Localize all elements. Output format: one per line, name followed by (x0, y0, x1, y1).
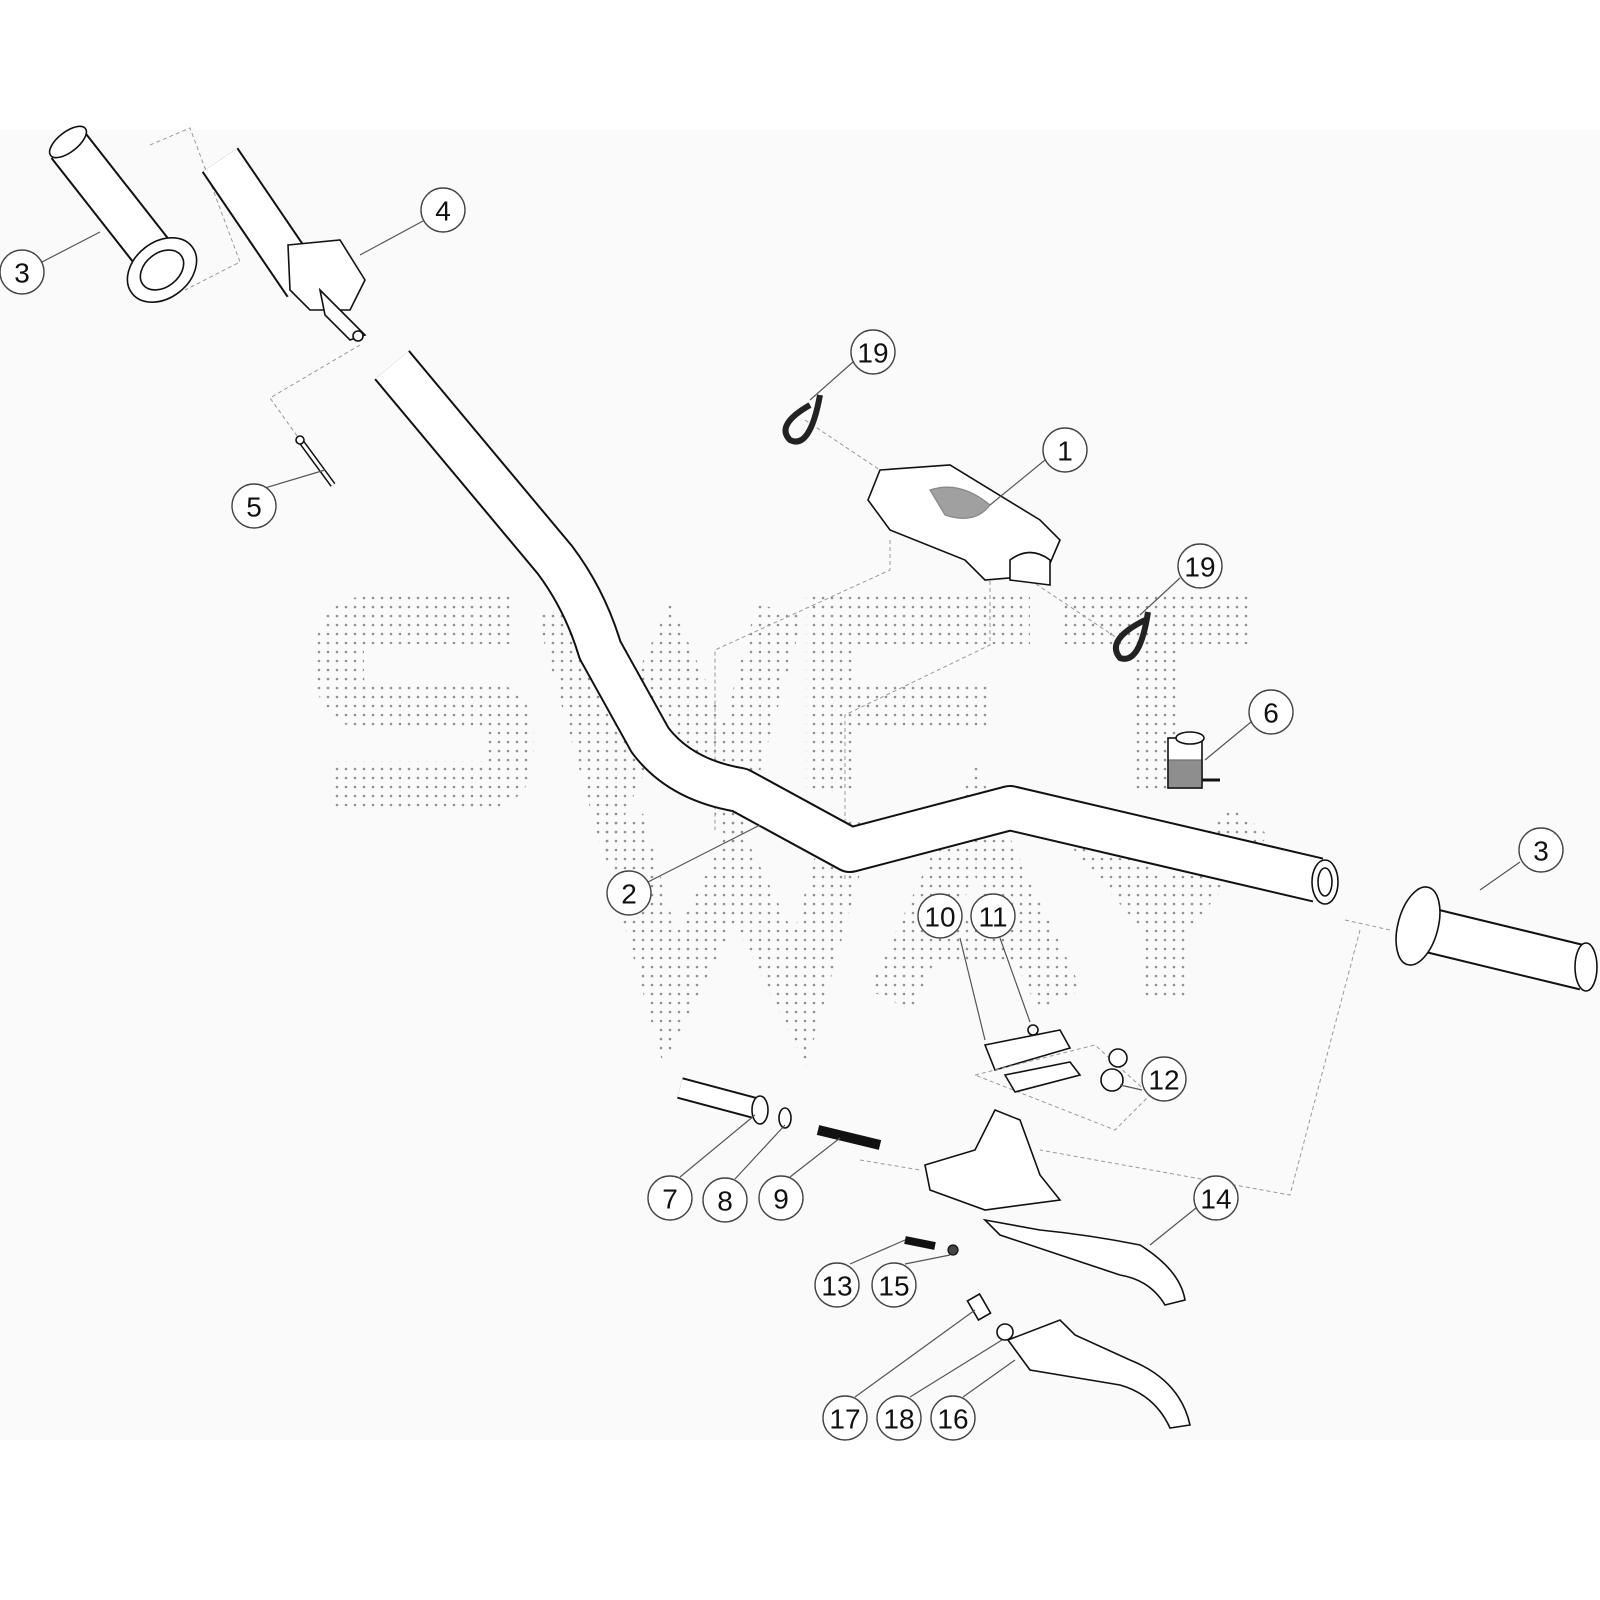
bar-clamp (867, 464, 1061, 586)
svg-text:14: 14 (1200, 1184, 1231, 1215)
svg-text:7: 7 (662, 1184, 678, 1215)
pin (295, 435, 336, 487)
clutch-lever (966, 1292, 1191, 1429)
callout-16: 16 (930, 1395, 976, 1441)
svg-text:18: 18 (883, 1404, 914, 1435)
brake-master-cylinder (924, 1108, 1186, 1306)
bar-end-parts (677, 1077, 882, 1150)
svg-text:1: 1 (1057, 436, 1073, 467)
callout-19: 19 (850, 329, 896, 375)
callout-17: 17 (822, 1395, 868, 1441)
callout-5: 5 (231, 483, 277, 529)
svg-text:11: 11 (978, 902, 1007, 933)
callout-11: 11 (970, 893, 1016, 939)
bolt-and-washer (904, 1236, 959, 1256)
cable-tie-top (782, 394, 823, 445)
svg-text:3: 3 (1533, 836, 1549, 867)
svg-text:5: 5 (246, 492, 262, 523)
callout-12: 12 (1141, 1056, 1187, 1102)
callout-18: 18 (876, 1395, 922, 1441)
grip-right (1395, 886, 1598, 992)
svg-text:16: 16 (937, 1404, 968, 1435)
callout-10: 10 (917, 893, 963, 939)
throttle-grip (201, 147, 367, 342)
assembly-guides (149, 127, 1391, 1196)
callout-9: 9 (758, 1175, 804, 1221)
leader-lines (41, 220, 1521, 1398)
switch (1167, 731, 1220, 789)
svg-text:6: 6 (1263, 698, 1279, 729)
callout-2: 2 (606, 870, 652, 916)
callout-13: 13 (814, 1262, 860, 1308)
svg-text:15: 15 (878, 1271, 909, 1302)
svg-text:8: 8 (717, 1186, 733, 1217)
handlebar (374, 350, 1339, 905)
callout-3: 3 (1518, 827, 1564, 873)
svg-text:3: 3 (14, 258, 30, 289)
callout-4: 4 (420, 187, 466, 233)
callout-19: 19 (1177, 543, 1223, 589)
diagram-background (0, 130, 1600, 1440)
svg-text:13: 13 (821, 1271, 852, 1302)
callout-14: 14 (1193, 1175, 1239, 1221)
callout-15: 15 (871, 1262, 917, 1308)
callout-6: 6 (1248, 689, 1294, 735)
reservoir-cap (973, 1024, 1151, 1131)
callout-8: 8 (702, 1177, 748, 1223)
svg-text:10: 10 (924, 902, 955, 933)
svg-text:17: 17 (829, 1404, 860, 1435)
svg-text:19: 19 (857, 338, 888, 369)
cable-tie-bottom (1112, 611, 1151, 662)
grip-left (48, 125, 198, 303)
svg-text:12: 12 (1148, 1065, 1179, 1096)
svg-text:19: 19 (1184, 552, 1215, 583)
svg-text:4: 4 (435, 196, 451, 227)
callout-7: 7 (647, 1175, 693, 1221)
svg-text:2: 2 (621, 879, 637, 910)
svg-text:9: 9 (773, 1184, 789, 1215)
callout-1: 1 (1042, 427, 1088, 473)
callout-3: 3 (0, 249, 45, 295)
